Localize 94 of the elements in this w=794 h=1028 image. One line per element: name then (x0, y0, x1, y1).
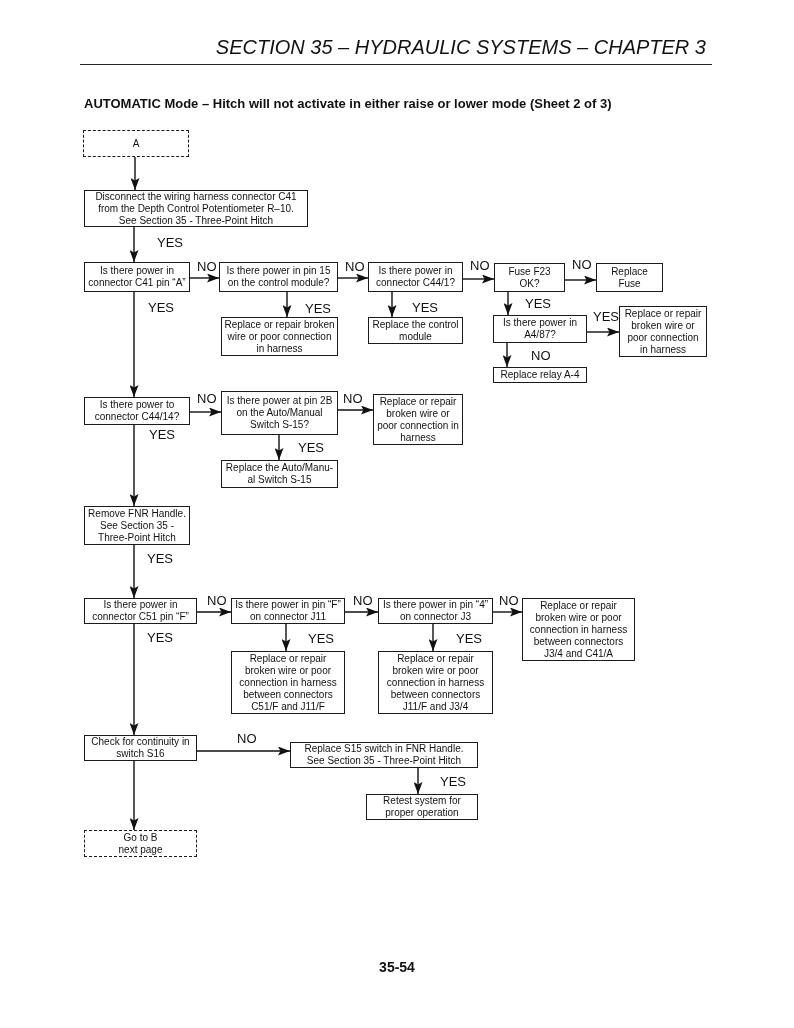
edge-label: YES (148, 300, 174, 315)
edge-label: YES (412, 300, 438, 315)
arrow (196, 746, 291, 756)
step-text: Is there power in A4/87? (502, 317, 578, 341)
step-text: Replace the Auto/Manu- al Switch S-15 (224, 462, 335, 486)
step-text: Is there power in pin “F” on connector J11 (234, 599, 342, 623)
step-text: Is there power in connector C44/1? (375, 265, 456, 289)
step-text: A (132, 137, 140, 150)
edge-label: NO (197, 391, 217, 406)
offpage-connector (84, 830, 197, 857)
step-box (493, 315, 587, 343)
step-text: Is there power at pin 2B on the Auto/Manual Switch S-15? (225, 395, 334, 431)
step-text: Replace relay A-4 (500, 369, 580, 381)
step-text: Is there power in pin 15 on the control module? (225, 265, 332, 289)
arrow (196, 607, 232, 617)
step-box (366, 794, 478, 820)
edge-label: YES (298, 440, 324, 455)
edge-label: YES (147, 630, 173, 645)
step-text: Replace the control module (371, 318, 460, 343)
arrow (387, 291, 397, 318)
arrow (129, 226, 139, 263)
edge-label: NO (207, 593, 227, 608)
step-text: Replace or repair broken wire or poor connection in harness between connectors C51/F and J11/F (238, 652, 338, 713)
edge-label: NO (572, 257, 592, 272)
step-text: Fuse F23 OK? (507, 265, 552, 290)
step-text: Replace S15 switch in FNR Handle. See Section 35 - Three-Point Hitch (303, 743, 465, 767)
arrow (344, 607, 379, 617)
edge-label: NO (353, 593, 373, 608)
step-box (84, 598, 197, 624)
edge-label: YES (440, 774, 466, 789)
arrow (337, 405, 374, 415)
step-text: Go to B next page (117, 831, 164, 856)
arrow (462, 274, 495, 284)
edge-label: YES (308, 631, 334, 646)
edge-label: NO (345, 259, 365, 274)
edge-label: YES (147, 551, 173, 566)
arrow (428, 623, 438, 652)
step-text: Replace or repair broken wire or poor connection in harness (376, 395, 460, 444)
step-text: Is there power in connector C41 pin “A” (87, 265, 187, 289)
arrow (129, 760, 139, 831)
arrow (492, 607, 523, 617)
edge-label: YES (456, 631, 482, 646)
step-text: Is there power to connector C44/14? (93, 399, 181, 423)
edge-label: NO (197, 259, 217, 274)
edge-label: YES (305, 301, 331, 316)
edge-label: YES (157, 235, 183, 250)
step-box (290, 742, 478, 768)
arrow (503, 291, 513, 316)
arrow (337, 273, 369, 283)
arrow (129, 424, 139, 507)
arrow (189, 273, 220, 283)
edge-label: NO (499, 593, 519, 608)
edge-label: YES (593, 309, 619, 324)
step-box (493, 367, 587, 383)
arrow (129, 544, 139, 599)
step-box (596, 263, 663, 292)
page-title: AUTOMATIC Mode – Hitch will not activate in either raise or lower mode (Sheet 2 of 3) (84, 96, 612, 111)
step-box (494, 263, 565, 292)
edge-label: NO (531, 348, 551, 363)
offpage-connector (83, 130, 189, 157)
step-text: Replace Fuse (610, 265, 649, 290)
step-box (84, 735, 197, 761)
edge-label: NO (343, 391, 363, 406)
step-text: Replace or repair broken wire or poor connection in harness (223, 318, 336, 355)
step-text: Remove FNR Handle. See Section 35 - Three-Point Hitch (87, 507, 187, 544)
edge-label: YES (525, 296, 551, 311)
arrow (502, 342, 512, 368)
step-text: Replace or repair broken wire or poor connection in harness between connectors J3/4 and C41/A (528, 599, 629, 660)
step-text: Check for continuity in switch S16 (90, 736, 191, 760)
step-text: Retest system for proper operation (382, 795, 462, 819)
arrow (129, 291, 139, 398)
step-text: Is there power in connector C51 pin “F” (91, 599, 190, 623)
step-text: Disconnect the wiring harness connector C41 from the Depth Control Potentiometer R–10. See Section 35 - Three-Point Hitch (94, 190, 298, 227)
arrow (281, 623, 291, 652)
arrow (189, 407, 222, 417)
arrow (586, 327, 620, 337)
step-box (219, 262, 338, 292)
section-header: SECTION 35 – HYDRAULIC SYSTEMS – CHAPTER 3 (215, 36, 706, 58)
arrow (129, 623, 139, 736)
step-text: Is there power in pin “4” on connector J3 (381, 599, 490, 623)
arrow (282, 291, 292, 318)
arrow (274, 434, 284, 461)
step-text: Replace or repair broken wire or poor connection in harness (624, 307, 702, 356)
arrow (130, 156, 140, 191)
edge-label: NO (470, 258, 490, 273)
step-box (368, 262, 463, 292)
arrow (413, 767, 423, 795)
step-box (231, 651, 345, 714)
edge-label: YES (149, 427, 175, 442)
step-box (84, 397, 190, 425)
page-number: 35-54 (379, 959, 415, 976)
arrow (564, 275, 597, 285)
step-text: Replace or repair broken wire or poor connection in harness between connectors J11/F and J3/4 (385, 652, 486, 713)
edge-label: NO (237, 731, 257, 746)
